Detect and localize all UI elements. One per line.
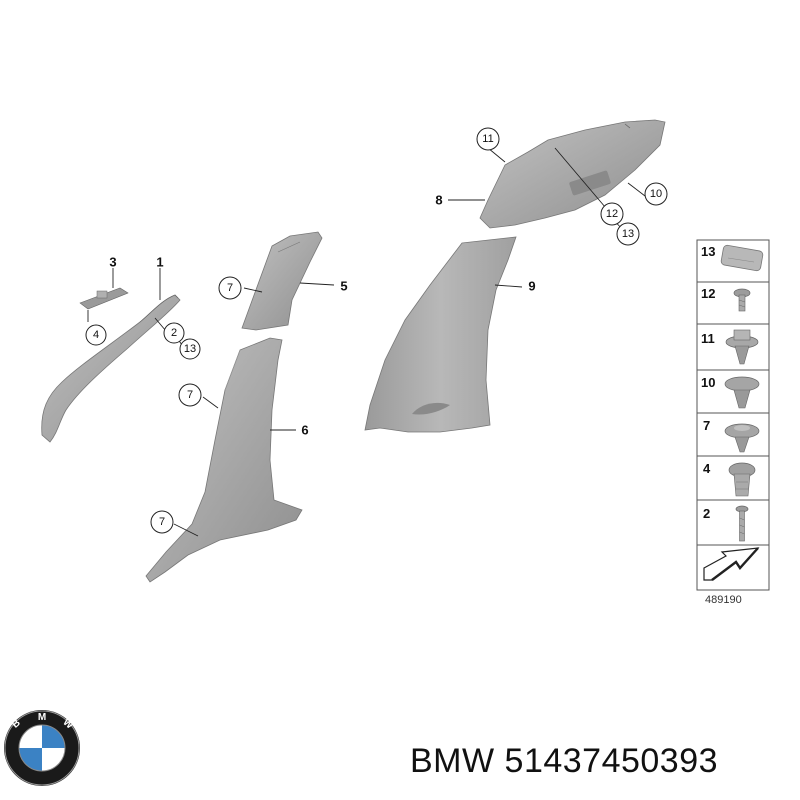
fastener-expansion-nut-icon — [728, 462, 756, 497]
direction-arrow-icon — [703, 547, 760, 581]
callout-2: 2 — [163, 322, 185, 344]
fastener-legend: 13 12 11 10 7 4 2 — [696, 239, 770, 606]
label-8: 8 — [435, 193, 442, 208]
callout-12: 12 — [600, 202, 624, 226]
legend-label-10: 10 — [701, 375, 715, 390]
svg-text:M: M — [38, 712, 46, 723]
callout-7-lower: 7 — [150, 510, 174, 534]
svg-text:7: 7 — [159, 516, 165, 528]
legend-label-2: 2 — [703, 506, 710, 521]
svg-text:12: 12 — [606, 208, 618, 220]
label-9: 9 — [528, 279, 535, 294]
part-a-pillar-trim — [41, 294, 181, 443]
label-6: 6 — [301, 423, 308, 438]
label-3: 3 — [109, 255, 116, 270]
part-b-pillar-lower — [145, 337, 303, 583]
svg-text:7: 7 — [227, 282, 233, 294]
callout-10: 10 — [644, 182, 668, 206]
fastener-clip-11-icon — [725, 329, 759, 365]
legend-label-4: 4 — [703, 461, 711, 476]
fastener-small-screw-icon — [733, 288, 751, 312]
diagram-id: 489190 — [705, 594, 742, 606]
part-labels: 3 1 5 6 8 9 — [109, 193, 535, 438]
callout-13-right: 13 — [616, 222, 640, 246]
callouts: 2 13 4 7 7 7 11 10 — [85, 127, 668, 534]
svg-text:13: 13 — [184, 343, 196, 355]
label-1: 1 — [156, 255, 163, 270]
legend-label-13: 13 — [701, 244, 715, 259]
callout-13-left: 13 — [179, 338, 201, 360]
legend-label-7: 7 — [703, 418, 710, 433]
legend-label-11: 11 — [701, 331, 715, 346]
svg-text:11: 11 — [482, 133, 493, 145]
svg-text:7: 7 — [187, 389, 193, 401]
svg-text:4: 4 — [93, 329, 99, 341]
svg-text:13: 13 — [622, 228, 634, 240]
bmw-logo: B M W — [4, 710, 80, 786]
brand-part-number: BMW 51437450393 — [410, 742, 719, 780]
fastener-long-screw-icon — [735, 505, 749, 542]
part-clip-bracket — [79, 287, 129, 310]
callout-7-upper: 7 — [218, 276, 242, 300]
callout-11: 11 — [476, 127, 500, 151]
label-5: 5 — [340, 279, 347, 294]
fastener-label-plate-icon — [720, 244, 764, 272]
svg-text:10: 10 — [650, 188, 662, 200]
svg-text:2: 2 — [171, 327, 177, 339]
fastener-clip-10-icon — [724, 376, 760, 409]
fastener-clip-7-icon — [724, 423, 760, 453]
callout-4: 4 — [85, 324, 107, 346]
callout-7-middle: 7 — [178, 383, 202, 407]
part-rear-roof-trim — [479, 119, 666, 229]
legend-label-12: 12 — [701, 286, 715, 301]
part-c-pillar-trim — [364, 236, 517, 433]
part-b-pillar-upper — [241, 231, 323, 331]
